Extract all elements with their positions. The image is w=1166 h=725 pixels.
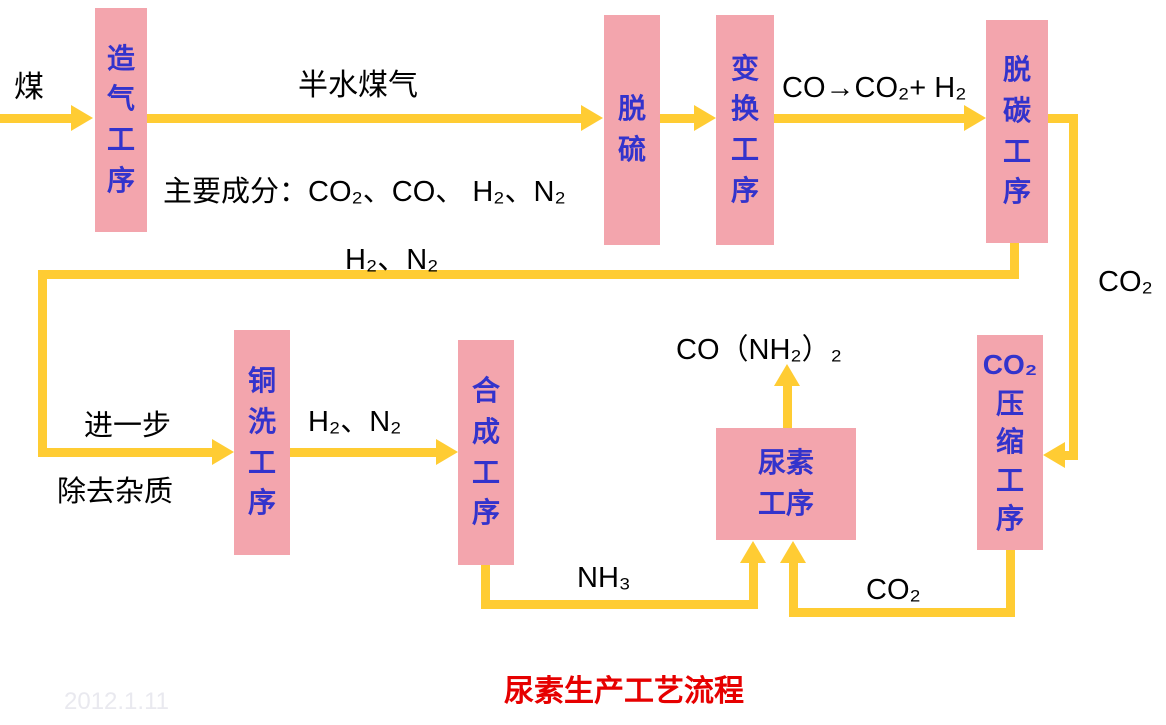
label-semi-water-gas: 半水煤气 xyxy=(298,69,418,102)
label-co-shift-equation: CO→CO₂+ H₂ xyxy=(782,72,967,104)
line-segment xyxy=(481,600,758,609)
line-segment xyxy=(783,385,792,428)
line-segment xyxy=(1069,114,1078,460)
line-segment xyxy=(749,562,758,609)
line-segment xyxy=(789,608,1015,617)
arrowhead-right xyxy=(71,105,93,131)
label-purify-line1: 进一步 xyxy=(84,410,172,442)
box-shift: 变 换 工 序 xyxy=(716,15,774,245)
label-urea-formula: CO（NH₂）₂ xyxy=(676,334,842,366)
box-urea: 尿素 工序 xyxy=(716,428,856,540)
arrowhead-right xyxy=(694,105,716,131)
box-co2-compression: CO₂ 压 缩 工 序 xyxy=(977,335,1043,550)
line-segment xyxy=(0,114,72,123)
arrowhead-up xyxy=(740,541,766,563)
box-desulfurization: 脱 硫 xyxy=(604,15,660,245)
box-copper-wash: 铜 洗 工 序 xyxy=(234,330,290,555)
line-segment xyxy=(660,114,694,123)
arrowhead-right xyxy=(964,105,986,131)
line-segment xyxy=(1048,114,1078,123)
line-segment xyxy=(774,114,964,123)
page-title: 尿素生产工艺流程 xyxy=(504,675,744,708)
line-segment xyxy=(290,448,436,457)
watermark-date: 2012.1.11 xyxy=(64,688,169,715)
label-purify-line2: 除去杂质 xyxy=(57,476,174,508)
arrowhead-right xyxy=(581,105,603,131)
label-coal: 煤 xyxy=(14,71,44,104)
box-gasification: 造 气 工 序 xyxy=(95,8,147,232)
arrowhead-right xyxy=(436,439,458,465)
line-segment xyxy=(481,565,490,609)
arrowhead-left xyxy=(1043,442,1065,468)
arrowhead-right xyxy=(212,439,234,465)
line-segment xyxy=(38,448,212,457)
label-co2-to-compression: CO₂ xyxy=(1098,266,1153,298)
label-h2-n2-recycle: H₂、N₂ xyxy=(345,244,439,276)
label-h2-n2-feed: H₂、N₂ xyxy=(308,406,402,438)
line-segment xyxy=(147,114,581,123)
line-segment xyxy=(38,270,1019,279)
line-segment xyxy=(789,562,798,617)
line-segment xyxy=(1010,243,1019,279)
label-main-components: 主要成分：CO₂、CO、 H₂、N₂ xyxy=(163,176,566,208)
line-segment xyxy=(1063,451,1078,460)
box-decarbonization: 脱 碳 工 序 xyxy=(986,20,1048,243)
line-segment xyxy=(1006,550,1015,617)
arrowhead-up xyxy=(780,541,806,563)
box-synthesis: 合 成 工 序 xyxy=(458,340,514,565)
line-segment xyxy=(38,270,47,457)
label-nh3-feed: NH₃ xyxy=(577,562,631,594)
label-co2-feed: CO₂ xyxy=(866,574,921,606)
arrowhead-up xyxy=(774,364,800,386)
